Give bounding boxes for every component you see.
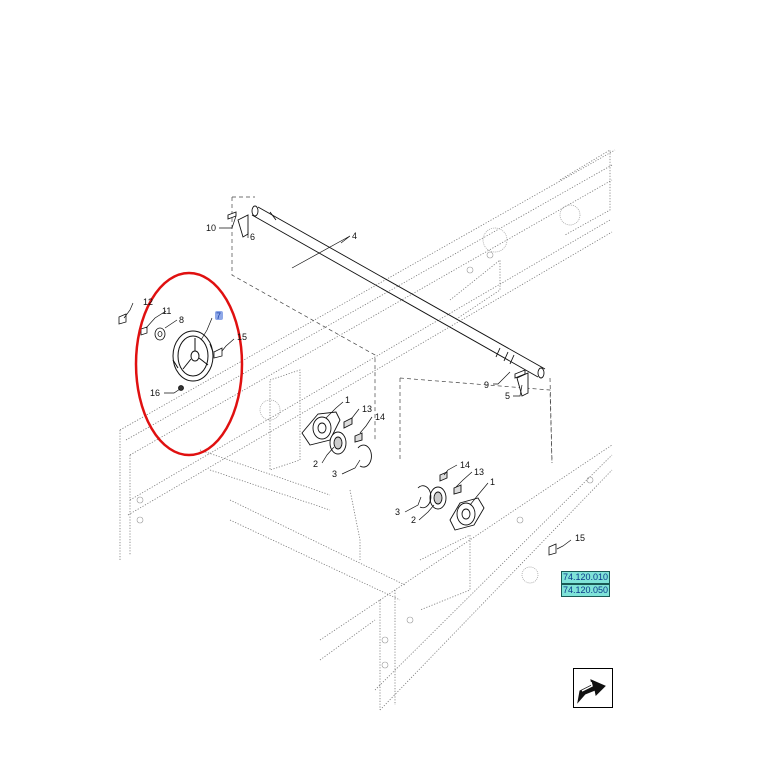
- callout-5[interactable]: 5: [505, 391, 510, 401]
- callout-14-b[interactable]: 14: [460, 460, 470, 470]
- callout-6[interactable]: 6: [250, 232, 255, 242]
- callout-13-b[interactable]: 13: [474, 467, 484, 477]
- assembly-outline: [231, 196, 553, 464]
- bearing-assembly-right: [417, 471, 485, 531]
- handwheel: [172, 330, 214, 382]
- handwheel-hardware: [118, 313, 223, 391]
- callout-1-a[interactable]: 1: [345, 395, 350, 405]
- callout-14-a[interactable]: 14: [375, 412, 385, 422]
- leader-lines: [123, 215, 572, 550]
- callout-2-b[interactable]: 2: [411, 515, 416, 525]
- gear-detail: [259, 204, 581, 584]
- callout-3-a[interactable]: 3: [332, 469, 337, 479]
- reference-link-74-120-010[interactable]: 74.120.010: [561, 571, 610, 584]
- return-arrow-glyph: [577, 679, 606, 704]
- drive-shaft: [251, 205, 546, 379]
- callout-2-a[interactable]: 2: [313, 459, 318, 469]
- callout-11[interactable]: 11: [162, 306, 171, 316]
- callout-1-b[interactable]: 1: [490, 477, 495, 487]
- callout-15-a[interactable]: 15: [237, 332, 247, 342]
- callout-10[interactable]: 10: [206, 223, 216, 233]
- callout-15-b[interactable]: 15: [575, 533, 585, 543]
- callout-labels: 10 6 4 9 5 12 11 8 7 15 16 1 13 14 2 3 1…: [143, 223, 585, 543]
- chassis-frame: [119, 149, 616, 711]
- callout-7-highlight: [215, 311, 223, 320]
- callout-3-b[interactable]: 3: [395, 507, 400, 517]
- callout-12[interactable]: 12: [143, 297, 153, 307]
- frame-holes: [136, 251, 594, 669]
- callout-9[interactable]: 9: [484, 380, 489, 390]
- shaft-keys: [227, 211, 529, 397]
- bearing-assembly-left: [301, 411, 372, 468]
- highlight-circle: [134, 271, 244, 457]
- reference-link-74-120-050[interactable]: 74.120.050: [561, 584, 610, 597]
- callout-13-a[interactable]: 13: [362, 404, 372, 414]
- callout-7[interactable]: 7: [216, 311, 221, 321]
- return-arrow-icon[interactable]: [573, 668, 613, 708]
- callout-16[interactable]: 16: [150, 388, 160, 398]
- callout-8[interactable]: 8: [179, 315, 184, 325]
- callout-4[interactable]: 4: [352, 231, 357, 241]
- bolt-lower-right: [548, 543, 557, 556]
